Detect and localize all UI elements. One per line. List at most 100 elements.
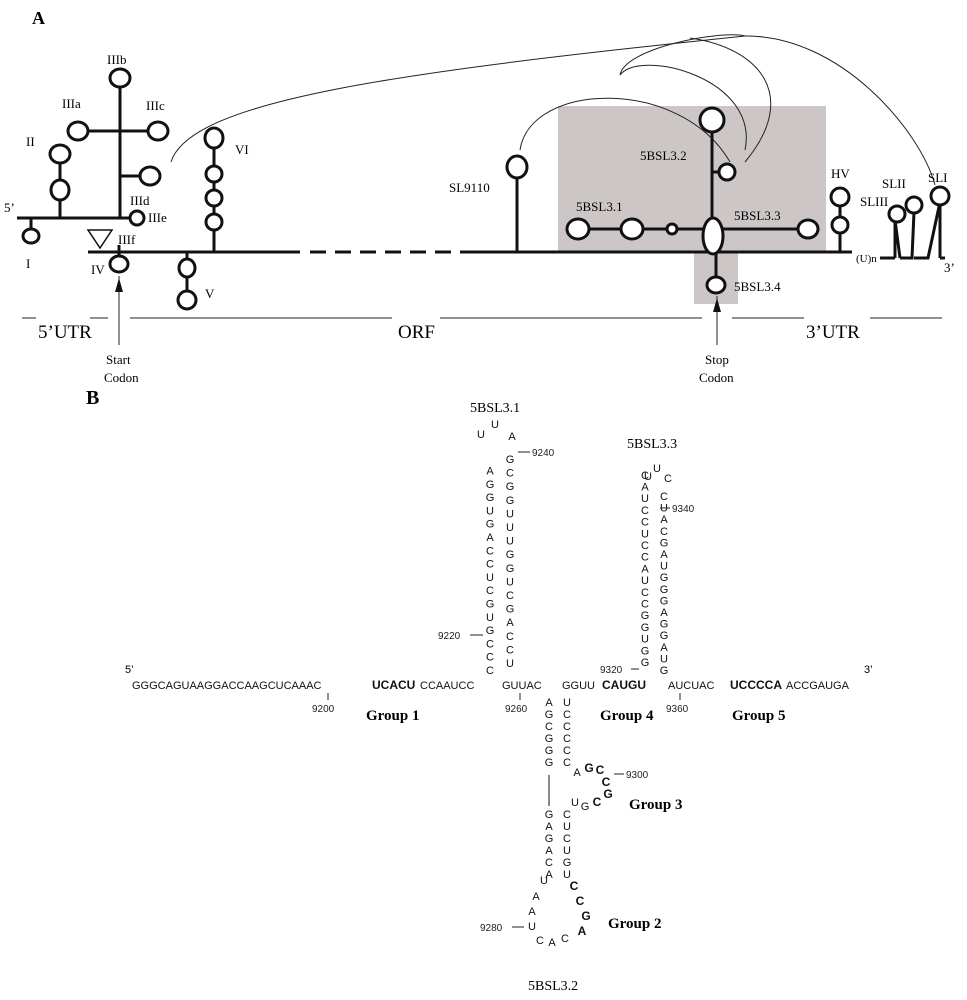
nucleotide: C bbox=[664, 473, 672, 485]
nucleotide: A bbox=[545, 845, 553, 857]
label-SLI: SLI bbox=[928, 170, 948, 185]
group-2-label: Group 2 bbox=[608, 916, 662, 932]
nucleotide: G bbox=[506, 495, 515, 507]
stem-loop-SLII bbox=[900, 195, 924, 260]
nucleotide: C bbox=[506, 468, 514, 480]
nucleotide: A bbox=[486, 466, 494, 478]
nucleotide: C bbox=[563, 721, 571, 733]
nucleotide: G bbox=[660, 584, 669, 596]
nucleotide: C bbox=[506, 644, 514, 656]
nucleotide: C bbox=[563, 709, 571, 721]
nucleotide: C bbox=[602, 775, 611, 789]
stem-loop-II bbox=[48, 143, 72, 218]
nucleotide: U bbox=[571, 797, 579, 809]
group-4-label: Group 4 bbox=[600, 708, 654, 724]
stop-codon-line1: Stop bbox=[705, 352, 729, 367]
nucleotide: G bbox=[486, 599, 495, 611]
nucleotide: G bbox=[545, 733, 554, 745]
nucleotide: U bbox=[641, 634, 649, 646]
panel-b-titles: 5BSL3.1 5BSL3.3 5BSL3.2 bbox=[470, 401, 677, 994]
nucleotide: C bbox=[563, 757, 571, 769]
nucleotide: U bbox=[563, 821, 571, 833]
nucleotide: A bbox=[506, 617, 514, 629]
nucleotide: U bbox=[563, 845, 571, 857]
label-SLII: SLII bbox=[882, 176, 906, 191]
stem-loop-SL9110 bbox=[505, 154, 529, 252]
nucleotide: G bbox=[506, 481, 515, 493]
nucleotide: A bbox=[545, 697, 553, 709]
position-numbers: 9200 9220 9240 9260 9280 9300 9320 9340 … bbox=[312, 448, 695, 934]
nucleotide: A bbox=[641, 563, 649, 575]
nucleotide: C bbox=[486, 545, 494, 557]
start-codon-line1: Start bbox=[106, 352, 131, 367]
nucleotide: G bbox=[506, 563, 515, 575]
strand-5prime: 5’ bbox=[125, 664, 134, 676]
nucleotide: A bbox=[528, 906, 536, 918]
nucleotide: C bbox=[660, 526, 668, 538]
nucleotide: C bbox=[570, 879, 579, 893]
strand-segment-1: GGGCAGUAAGGACCAAGCUCAAAC bbox=[132, 680, 322, 692]
nucleotide: G bbox=[660, 630, 669, 642]
nucleotide: G bbox=[486, 492, 495, 504]
nucleotide: U bbox=[506, 536, 514, 548]
nucleotide: C bbox=[641, 587, 649, 599]
label-SL9110: SL9110 bbox=[449, 180, 490, 195]
nucleotide: C bbox=[545, 857, 553, 869]
label-IIIc: IIIc bbox=[146, 98, 165, 113]
label-IIIe: IIIe bbox=[148, 210, 167, 225]
title-5bsl3-1: 5BSL3.1 bbox=[470, 401, 520, 416]
stem-loop-5BSL3 bbox=[565, 106, 820, 295]
title-5bsl3-3: 5BSL3.3 bbox=[627, 437, 677, 452]
label-VI: VI bbox=[235, 142, 249, 157]
nucleotide: A bbox=[545, 869, 553, 881]
nucleotide: C bbox=[561, 933, 569, 945]
nucleotide: G bbox=[486, 519, 495, 531]
label-IIId: IIId bbox=[130, 193, 150, 208]
region-orf: ORF bbox=[398, 322, 435, 343]
nucleotide: U bbox=[491, 419, 499, 431]
nucleotide: G bbox=[660, 572, 669, 584]
panel-a-labels: 5’ I II IIIa IIIb IIIc IIId IIIe IIIf IV… bbox=[4, 52, 955, 301]
nucleotide: G bbox=[641, 622, 650, 634]
nucleotide: U bbox=[477, 429, 485, 441]
nucleotide: G bbox=[581, 909, 590, 923]
label-IIIb: IIIb bbox=[107, 52, 127, 67]
nucleotide: C bbox=[596, 763, 605, 777]
nucleotide: C bbox=[593, 795, 602, 809]
nucleotide: C bbox=[506, 590, 514, 602]
nucleotide: U bbox=[563, 697, 571, 709]
nucleotide: C bbox=[641, 552, 649, 564]
pos-9240: 9240 bbox=[532, 448, 555, 459]
pos-9260: 9260 bbox=[505, 704, 528, 715]
label-I: I bbox=[26, 256, 30, 271]
label-5BSL3-2: 5BSL3.2 bbox=[640, 148, 687, 163]
nucleotide: C bbox=[545, 721, 553, 733]
stem-loop-VI bbox=[203, 126, 225, 252]
label-IIIa: IIIa bbox=[62, 96, 81, 111]
strand-segment-5: GGUU bbox=[562, 680, 595, 692]
nucleotide: G bbox=[603, 787, 612, 801]
nucleotide: U bbox=[506, 508, 514, 520]
label-IV: IV bbox=[91, 262, 105, 277]
highlight-box-upper bbox=[558, 106, 826, 251]
nucleotide: G bbox=[660, 595, 669, 607]
panel-a-label: A bbox=[32, 8, 45, 28]
nucleotide: G bbox=[506, 454, 515, 466]
group-labels: Group 1 Group 2 Group 3 Group 4 Group 5 bbox=[366, 708, 786, 932]
nucleotide: A bbox=[545, 821, 553, 833]
nucleotide: C bbox=[486, 559, 494, 571]
nucleotide: C bbox=[536, 935, 544, 947]
label-HV: HV bbox=[831, 166, 850, 181]
nucleotide: U bbox=[660, 653, 668, 665]
nucleotide: U bbox=[563, 869, 571, 881]
nucleotide: A bbox=[660, 607, 668, 619]
strand-segment-9: ACCGAUGA bbox=[786, 680, 850, 692]
nucleotide: A bbox=[548, 937, 556, 949]
nucleotide: A bbox=[641, 482, 649, 494]
label-polyU: (U)n bbox=[856, 253, 877, 265]
